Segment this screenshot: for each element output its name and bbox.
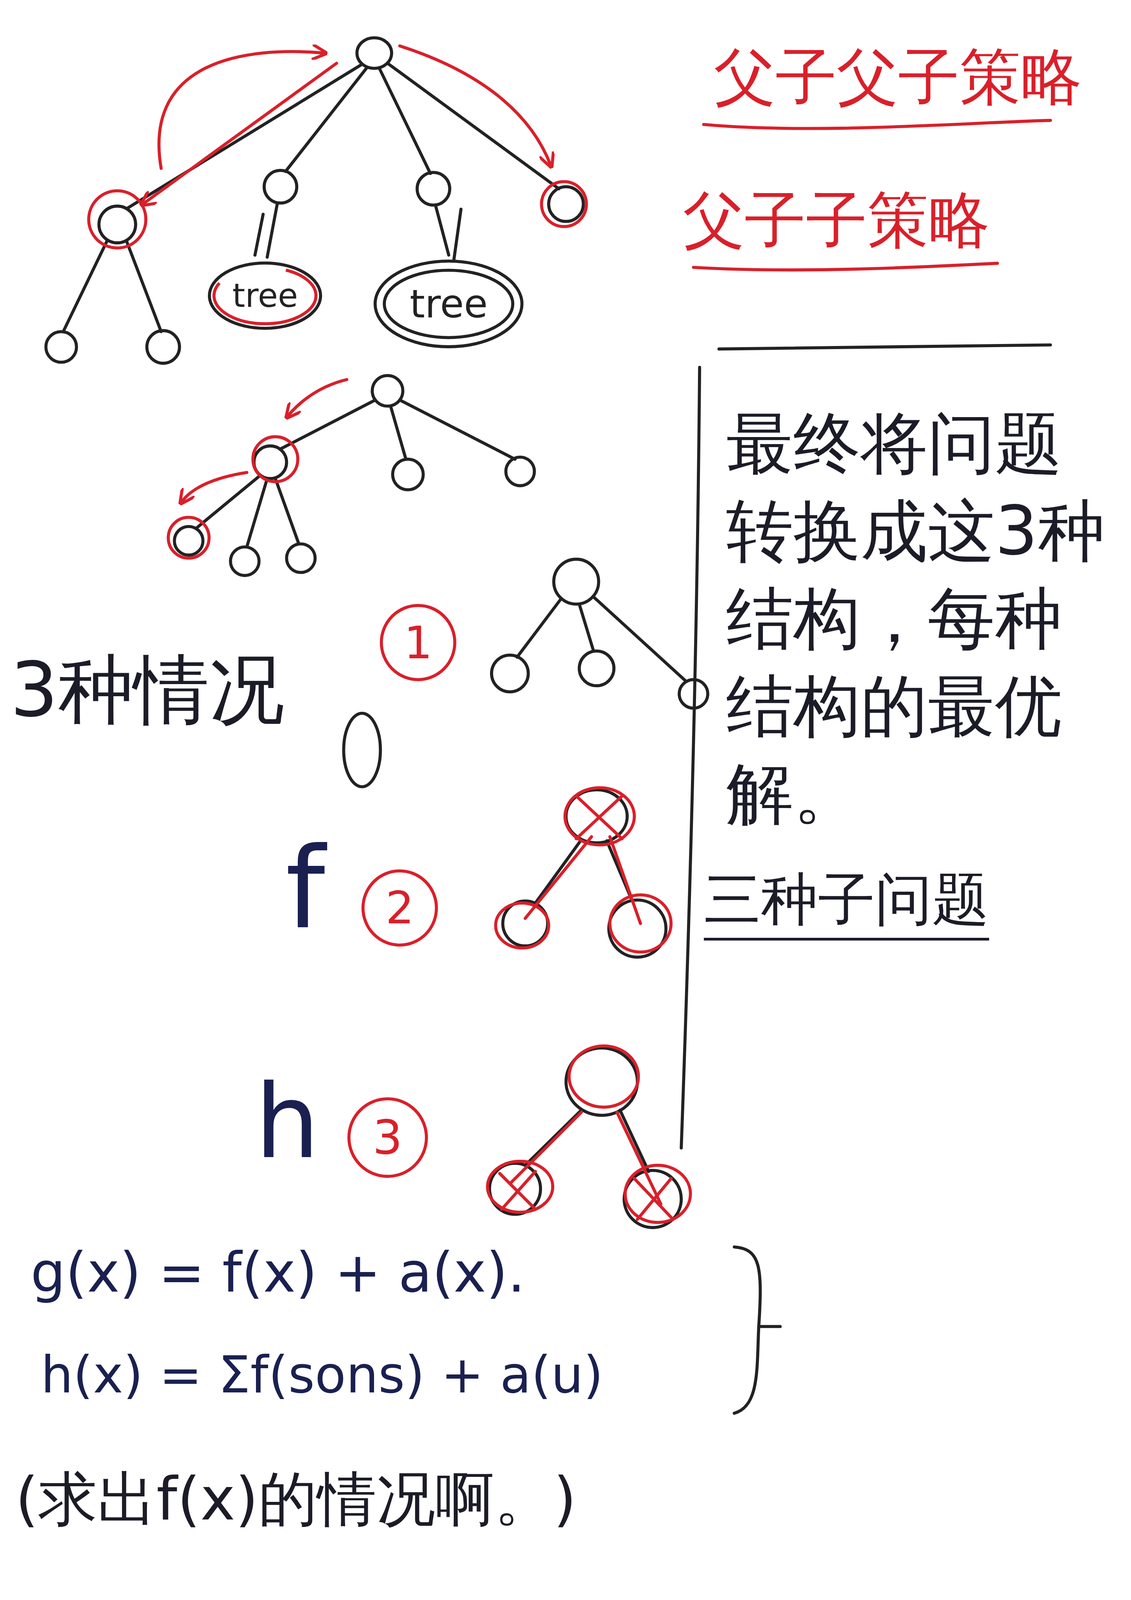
sketch-line: [126, 240, 162, 332]
sketch-line: [390, 406, 406, 460]
node-text: tree: [409, 282, 488, 326]
sketch-circle: [174, 526, 203, 555]
sketch-circle: [264, 170, 298, 204]
case-number: 1: [378, 602, 459, 683]
node-text: 2: [385, 882, 414, 933]
formula: h(x) = Σf(sons) + a(u): [40, 1343, 604, 1406]
subtree-oval: tree: [372, 257, 525, 350]
sketch-line: [617, 1111, 661, 1204]
sketch-ellipse: [610, 894, 672, 952]
sketch-line: [620, 1109, 649, 1172]
function-name: f: [285, 821, 326, 956]
sketch-line: [267, 202, 278, 257]
sketch-circle: [541, 181, 587, 227]
sketch-circle: [491, 654, 529, 692]
sketch-path: [181, 472, 247, 503]
sketch-line: [579, 603, 594, 651]
sketch-line: [63, 240, 108, 332]
sketch-circle: [252, 436, 298, 482]
sketch-path: [719, 344, 1051, 349]
sketch-path: [703, 120, 1051, 129]
outline-ellipse: [214, 267, 317, 324]
sketch-circle: [579, 650, 614, 686]
outline-ellipse: [209, 263, 321, 329]
note: (求出f(x)的情况啊。): [15, 1463, 577, 1535]
sketch-line: [517, 598, 561, 657]
sketch-circle: [45, 331, 77, 362]
sketch-circle: [392, 459, 424, 490]
side-note: 最终将问题转换成这3种结构，每种结构的最优解。: [726, 399, 1114, 838]
sketch-path: [576, 795, 622, 839]
node-text: tree: [232, 277, 298, 314]
subtree-oval: tree: [206, 259, 324, 332]
case-number: 3: [345, 1095, 430, 1180]
sketch-line: [379, 68, 431, 174]
outline-ellipse: [384, 270, 514, 338]
sketch-circle: [372, 375, 403, 407]
sketch-ellipse: [625, 1165, 691, 1223]
sketch-ellipse: [495, 902, 549, 948]
sketch-circle: [168, 517, 210, 558]
sketch-line: [246, 478, 268, 547]
outline-ellipse: [375, 261, 523, 347]
sketch-line: [399, 399, 516, 459]
sketch-ellipse: [569, 1045, 639, 1108]
strategy-note: 父子子策略: [683, 183, 990, 258]
sketch-path: [634, 1178, 673, 1219]
strategy-note: 父子父子策略: [714, 40, 1083, 115]
sketch-circle: [286, 543, 315, 573]
sketch-path: [681, 367, 700, 1148]
sketch-circle: [98, 205, 136, 243]
sketch-circle: [88, 190, 146, 248]
node-text: 1: [403, 617, 433, 668]
sketch-path: [734, 1246, 761, 1413]
outline-ellipse: [348, 1098, 426, 1176]
sketch-line: [453, 209, 461, 261]
case-number: 2: [359, 867, 440, 948]
sketch-ellipse: [487, 1161, 553, 1213]
sketch-path: [758, 1324, 781, 1328]
sketch-ellipse: [565, 787, 635, 845]
sketch-circle: [624, 1170, 682, 1228]
sketch-circle: [146, 330, 180, 364]
outline-ellipse: [381, 605, 455, 680]
sketch-line: [525, 1109, 582, 1166]
sketch-path: [287, 379, 347, 417]
sketch-line: [285, 67, 368, 172]
formula: g(x) = f(x) + a(x).: [30, 1239, 525, 1306]
sketch-path: [399, 45, 551, 165]
cases-heading: 3种情况: [10, 644, 285, 736]
function-name: h: [254, 1060, 320, 1183]
sketch-path: [159, 51, 325, 169]
node-text: 3: [372, 1111, 403, 1164]
sketch-line: [535, 839, 582, 903]
outline-ellipse: [363, 870, 437, 945]
sketch-path: [142, 63, 337, 205]
sketch-path: [499, 1171, 536, 1210]
sketch-line: [387, 63, 559, 189]
sketch-line: [593, 596, 686, 681]
sketch-line: [254, 214, 264, 255]
sketch-circle: [553, 558, 599, 604]
sketch-circle: [416, 172, 450, 206]
sketch-circle: [548, 186, 584, 222]
sketch-line: [275, 478, 299, 544]
sketch-circle: [230, 546, 260, 576]
subproblem-heading: 三种子问题: [703, 864, 990, 941]
sketch-ellipse: [343, 713, 381, 787]
sketch-path: [693, 263, 998, 270]
sketch-circle: [505, 456, 535, 486]
sketch-line: [435, 205, 449, 256]
sketch-line: [127, 64, 362, 208]
